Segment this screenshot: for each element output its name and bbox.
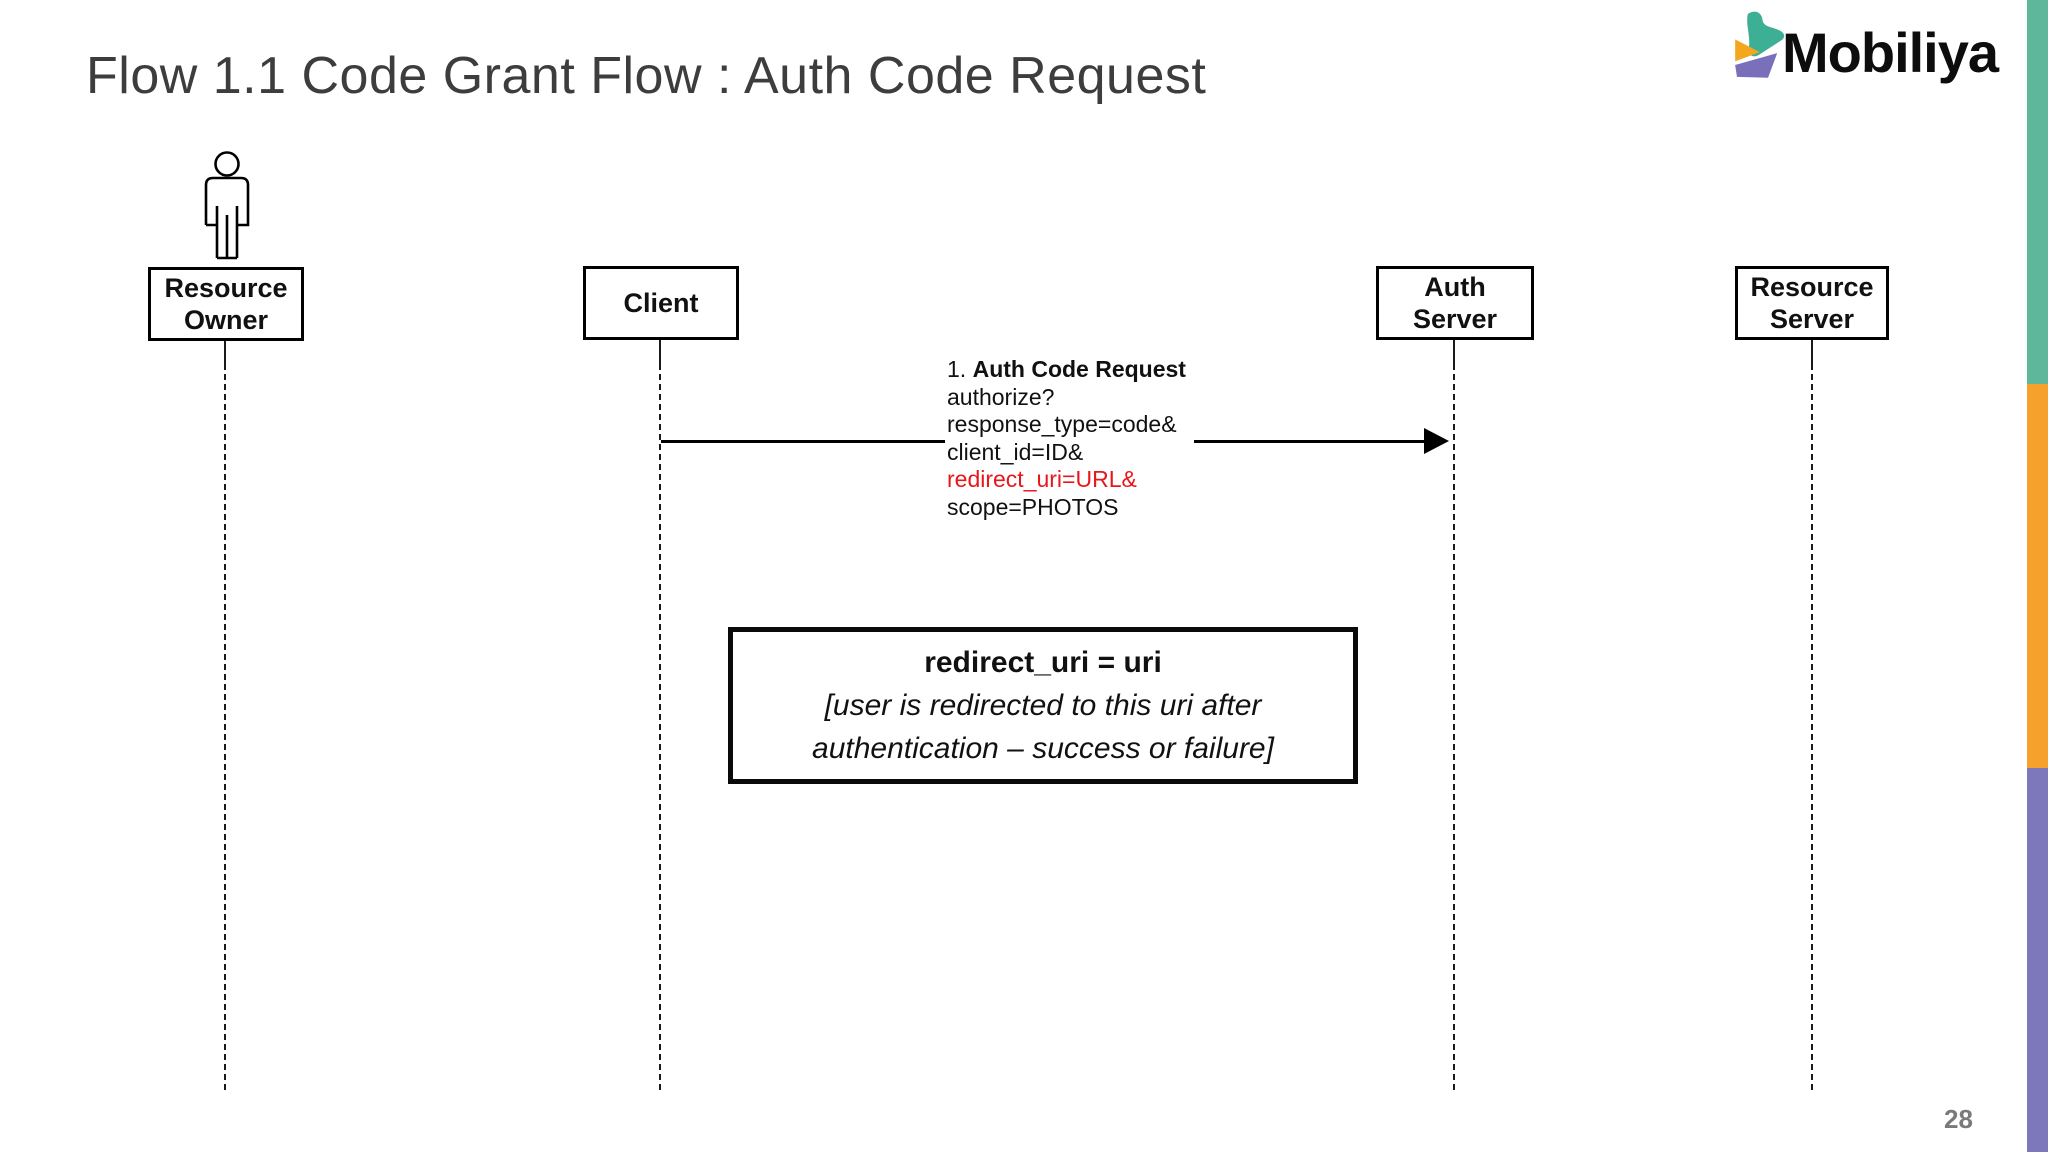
lifeline-resource-server — [1811, 364, 1813, 1090]
message-param-line: authorize? — [947, 383, 1055, 410]
lifeline-stub-auth-server — [1453, 340, 1455, 366]
message-title-line: 1. Auth Code Request — [947, 356, 1186, 382]
message-param-line: response_type=code& — [947, 411, 1177, 437]
actor-label: Owner — [183, 305, 269, 335]
actor-box-auth-server: Auth Server — [1376, 266, 1534, 340]
logo-quad-purple — [1735, 53, 1778, 78]
actor-label: Auth — [1424, 272, 1486, 302]
actor-box-resource-server: Resource Server — [1735, 266, 1889, 340]
person-icon — [204, 151, 250, 260]
message-param-line-highlighted: redirect_uri=URL& — [947, 466, 1137, 492]
logo-triangle-yellow — [1735, 39, 1760, 62]
actor-label: Client — [623, 288, 699, 318]
note-body-line: authentication – success or failure] — [812, 732, 1274, 765]
message-param-line: client_id=ID& — [947, 438, 1084, 465]
logo-leaf-teal — [1747, 11, 1785, 57]
arrowhead-icon — [1424, 428, 1449, 454]
actor-box-client: Client — [583, 266, 739, 340]
accent-bar-teal — [2027, 0, 2048, 384]
lifeline-stub-resource-server — [1811, 340, 1813, 366]
mobiliya-logo-mark-icon — [1735, 11, 1785, 78]
actor-label: Server — [1769, 304, 1855, 334]
accent-bar-purple — [2027, 768, 2048, 1152]
accent-bar-orange — [2027, 384, 2048, 768]
note-body-line: [user is redirected to this uri after — [824, 689, 1262, 722]
lifeline-stub-resource-owner — [224, 340, 226, 366]
actor-label: Server — [1412, 304, 1498, 334]
actor-label: Resource — [164, 273, 288, 303]
message-text: 1. Auth Code Request authorize? response… — [945, 356, 1194, 523]
lifeline-client — [659, 364, 661, 1090]
brand-text: Mobiliya — [1782, 21, 1999, 84]
lifeline-auth-server — [1453, 364, 1455, 1090]
page-number: 28 — [1944, 1104, 1973, 1134]
actor-box-resource-owner: Resource Owner — [148, 267, 304, 341]
message-param-line: scope=PHOTOS — [947, 493, 1119, 520]
note-box: redirect_uri = uri [user is redirected t… — [728, 627, 1358, 784]
lifeline-stub-client — [659, 340, 661, 366]
note-title: redirect_uri = uri — [924, 646, 1162, 679]
lifeline-resource-owner — [224, 364, 226, 1090]
slide-title: Flow 1.1 Code Grant Flow : Auth Code Req… — [86, 47, 1207, 105]
logo: Mobiliya — [1726, 6, 2026, 106]
actor-label: Resource — [1750, 272, 1874, 302]
